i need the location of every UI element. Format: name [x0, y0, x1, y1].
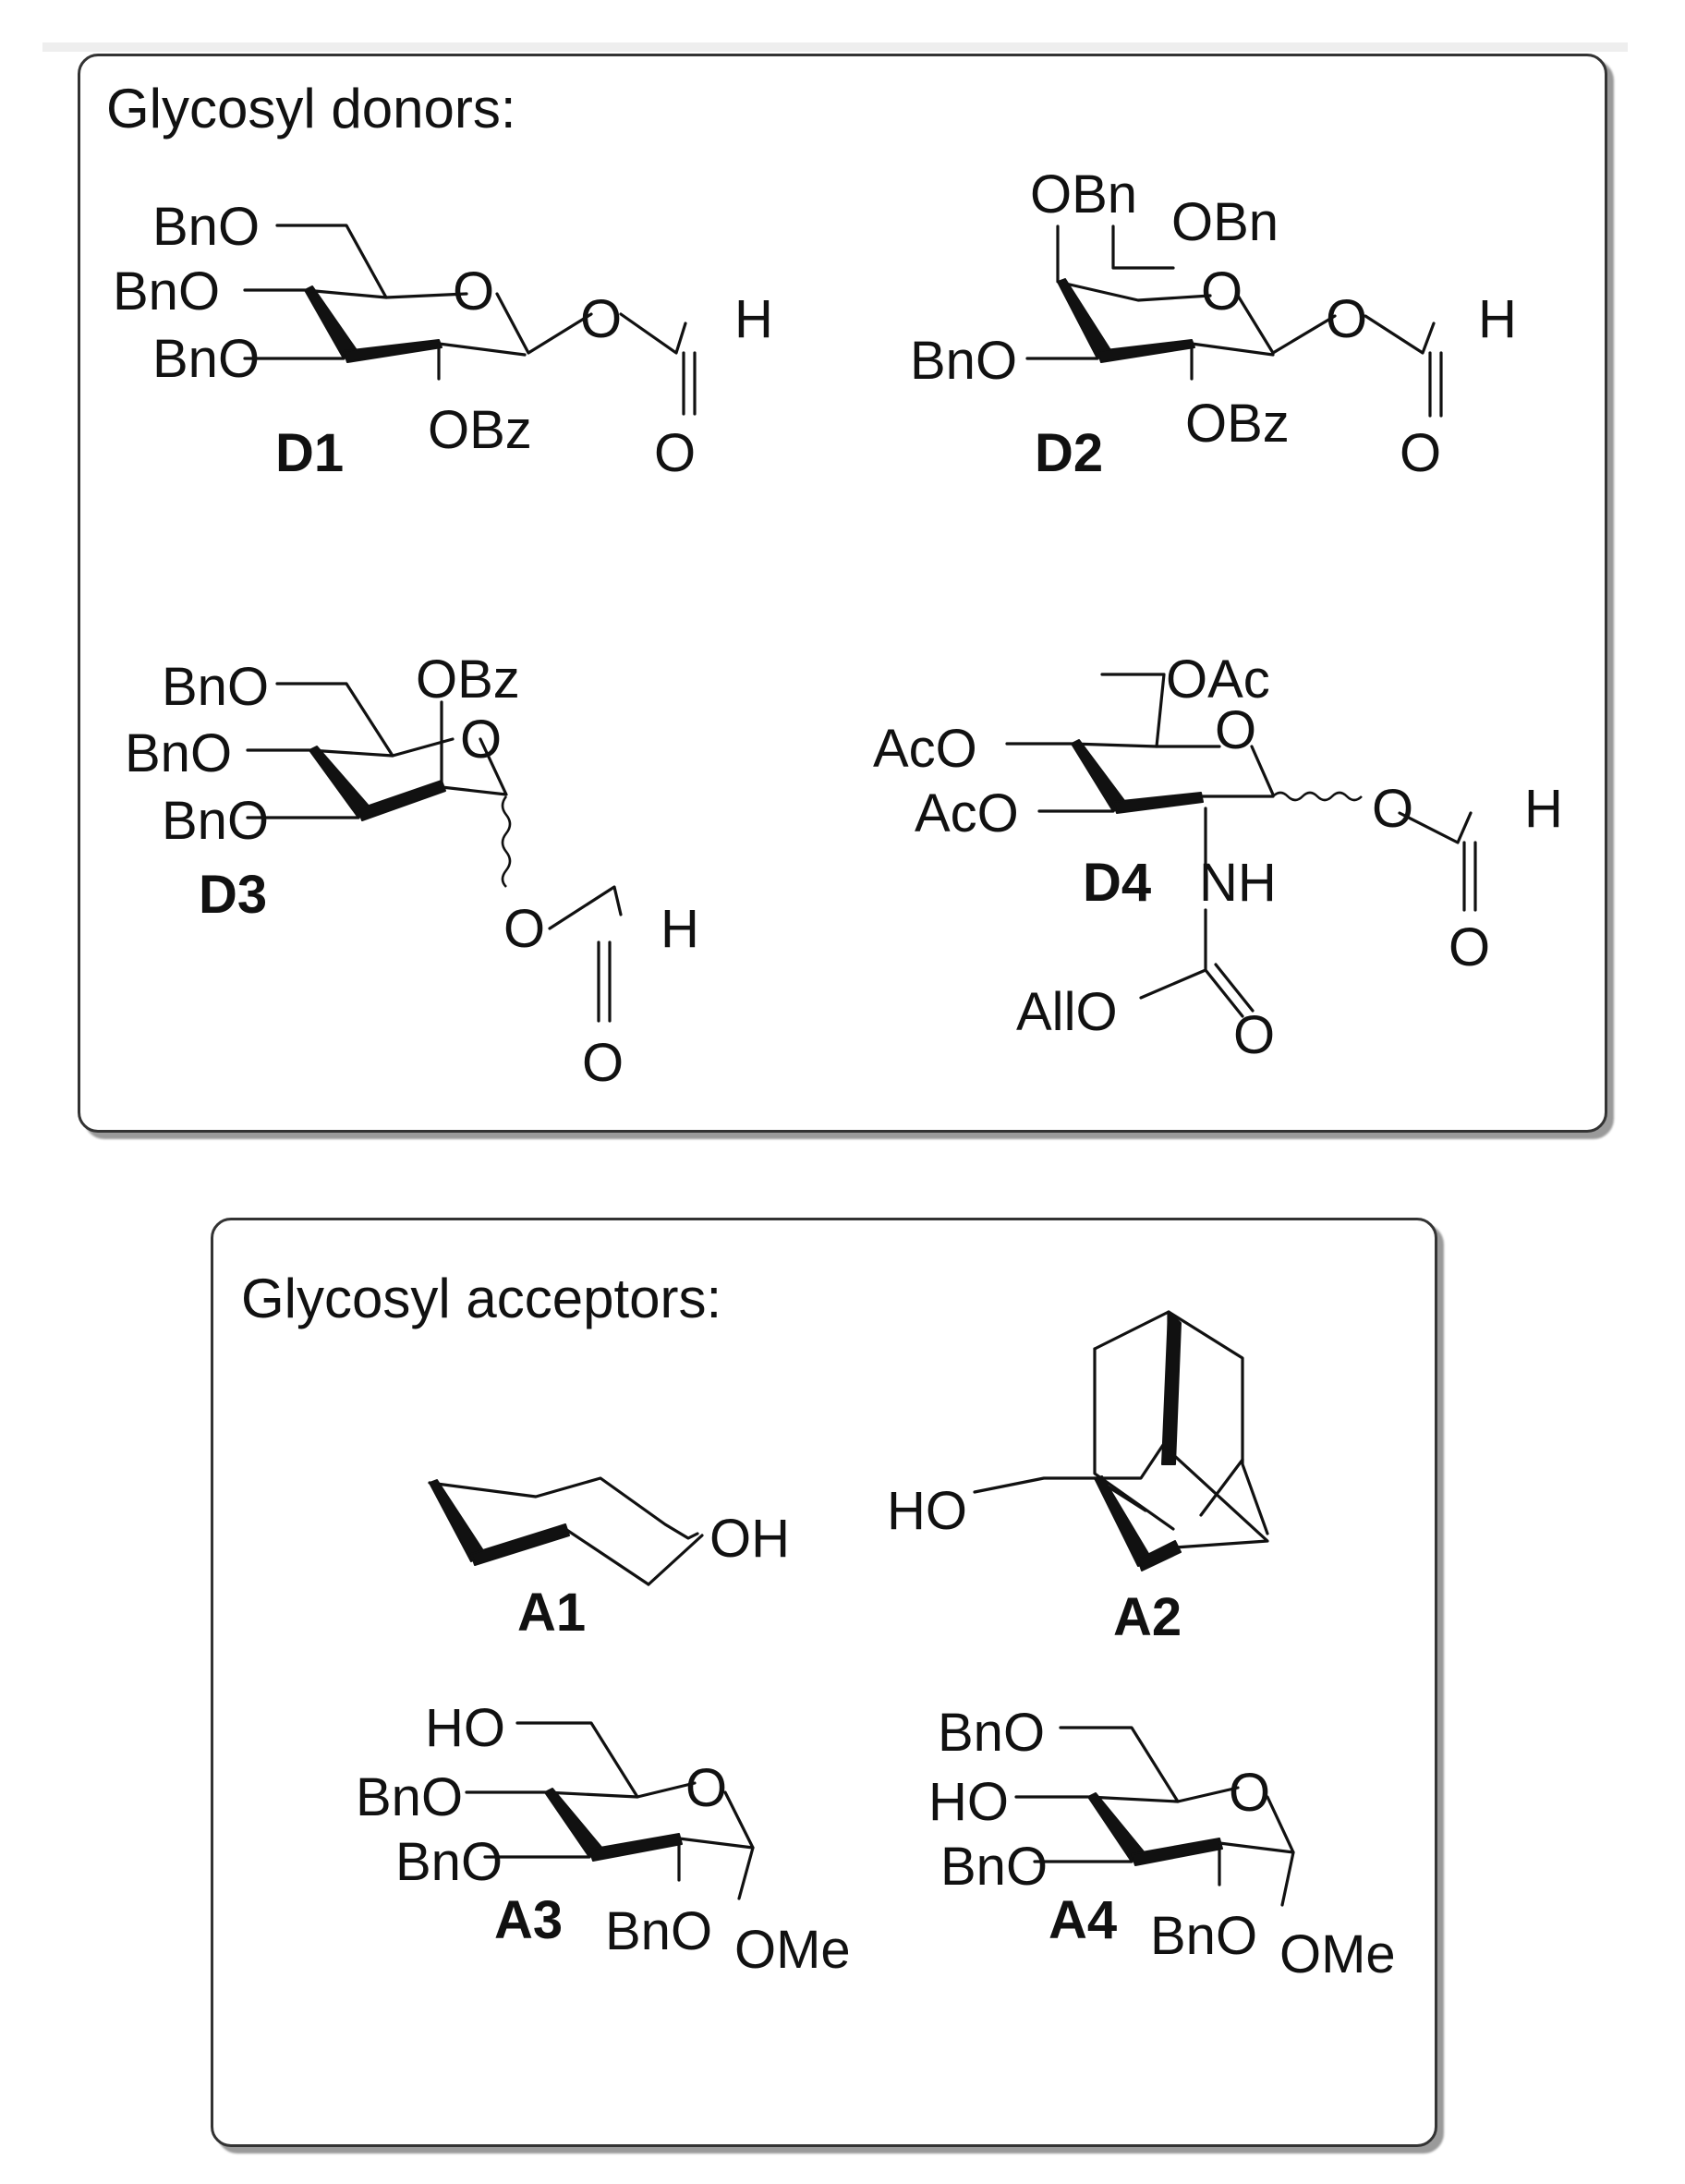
atom-label: OBn [1030, 164, 1137, 224]
atom-label: NH [1199, 853, 1277, 913]
atom-label: O [582, 1033, 624, 1093]
compound-label-A4: A4 [1049, 1890, 1117, 1950]
atom-label: O [1400, 423, 1441, 483]
atom-label: BnO [1150, 1906, 1257, 1966]
donors-panel-title: Glycosyl donors: [106, 78, 516, 140]
atom-label: O [654, 423, 696, 483]
atom-label: H [1478, 289, 1517, 349]
atom-label: BnO [938, 1703, 1045, 1763]
atom-label: O [580, 289, 622, 349]
compound-label-D4: D4 [1083, 853, 1151, 913]
atom-label: OBn [1171, 192, 1279, 252]
wedge-bond [429, 1479, 487, 1562]
compound-label-A3: A3 [494, 1890, 563, 1950]
compound-D1-structure: BnO BnO BnO O O H O OBz D1 [113, 197, 773, 483]
atom-label: H [734, 289, 773, 349]
atom-label: BnO [162, 791, 269, 851]
atom-label: O [1449, 917, 1490, 977]
atom-label: AllO [1016, 982, 1118, 1042]
atom-label: AcO [873, 719, 977, 779]
compound-label-D1: D1 [275, 423, 344, 483]
compound-A2-structure: HO A2 [887, 1310, 1269, 1647]
atom-label: OMe [734, 1920, 851, 1980]
compound-A4-structure: BnO HO BnO O BnO OMe A4 [928, 1703, 1396, 1984]
wedge-bond [1097, 339, 1195, 363]
atom-label: HO [928, 1772, 1009, 1832]
atom-label: HO [425, 1698, 505, 1758]
atom-label: O [1201, 261, 1243, 322]
wedge-bond [470, 1523, 570, 1566]
atom-label: OAc [1166, 649, 1270, 710]
wedge-bond [1087, 1792, 1147, 1862]
compound-label-A1: A1 [517, 1583, 586, 1643]
atom-label: BnO [162, 657, 269, 717]
atom-label: H [1524, 779, 1563, 839]
glycosyl-acceptors-panel: Glycosyl acceptors: [211, 1218, 1437, 2147]
atom-label: BnO [605, 1901, 712, 1961]
atom-label: BnO [940, 1837, 1048, 1897]
compound-D3-structure: BnO BnO BnO OBz O O H O D3 [125, 649, 699, 1093]
atom-label: OBz [1185, 394, 1290, 454]
wedge-bond [544, 1788, 605, 1858]
atom-label: OMe [1279, 1924, 1396, 1984]
compound-D2-structure: OBn OBn BnO O O H O OBz D2 [910, 164, 1517, 483]
wedge-bond [1131, 1838, 1223, 1866]
atom-label: O [453, 261, 494, 322]
wedge-bond [588, 1833, 683, 1862]
glycosyl-donors-panel: Glycosyl donors: [78, 54, 1607, 1133]
compound-A3-structure: HO BnO BnO O BnO OMe A3 [356, 1698, 851, 1980]
compound-label-D3: D3 [199, 865, 267, 925]
atom-label: BnO [113, 261, 220, 322]
compound-label-A2: A2 [1113, 1587, 1182, 1647]
compound-D4-structure: OAc AcO AcO O O H O NH AllO O D4 [873, 649, 1563, 1065]
atom-label: HO [887, 1481, 967, 1541]
atom-label: O [1215, 700, 1256, 760]
atom-label: OBz [416, 649, 520, 710]
atom-label: O [1326, 289, 1367, 349]
atom-label: O [1229, 1763, 1270, 1823]
top-edge-bar [42, 42, 1628, 52]
atom-label: O [685, 1758, 727, 1818]
atom-label: OBz [428, 400, 532, 460]
atom-label: BnO [910, 331, 1017, 391]
acceptors-panel-title: Glycosyl acceptors: [241, 1268, 722, 1329]
wedge-bond [358, 780, 446, 821]
atom-label: O [503, 899, 545, 959]
atom-label: H [661, 899, 699, 959]
atom-label: BnO [152, 197, 260, 257]
atom-label: BnO [152, 329, 260, 389]
compound-A1-structure: OH A1 [428, 1476, 790, 1643]
atom-label: BnO [356, 1767, 463, 1827]
wedge-bond [1161, 1311, 1182, 1465]
wedge-bond [1094, 1475, 1154, 1567]
wedge-bond [1112, 792, 1204, 814]
atom-label: AcO [915, 783, 1019, 843]
wedge-bond [343, 339, 442, 363]
atom-label: BnO [395, 1832, 503, 1892]
atom-label: BnO [125, 723, 232, 783]
atom-label: O [1233, 1005, 1275, 1065]
wedge-bond [1137, 1540, 1182, 1571]
atom-label: O [1372, 779, 1413, 839]
atom-label: O [460, 710, 502, 770]
compound-label-D2: D2 [1035, 423, 1103, 483]
wedge-bond [304, 285, 359, 359]
atom-label: OH [709, 1509, 790, 1569]
